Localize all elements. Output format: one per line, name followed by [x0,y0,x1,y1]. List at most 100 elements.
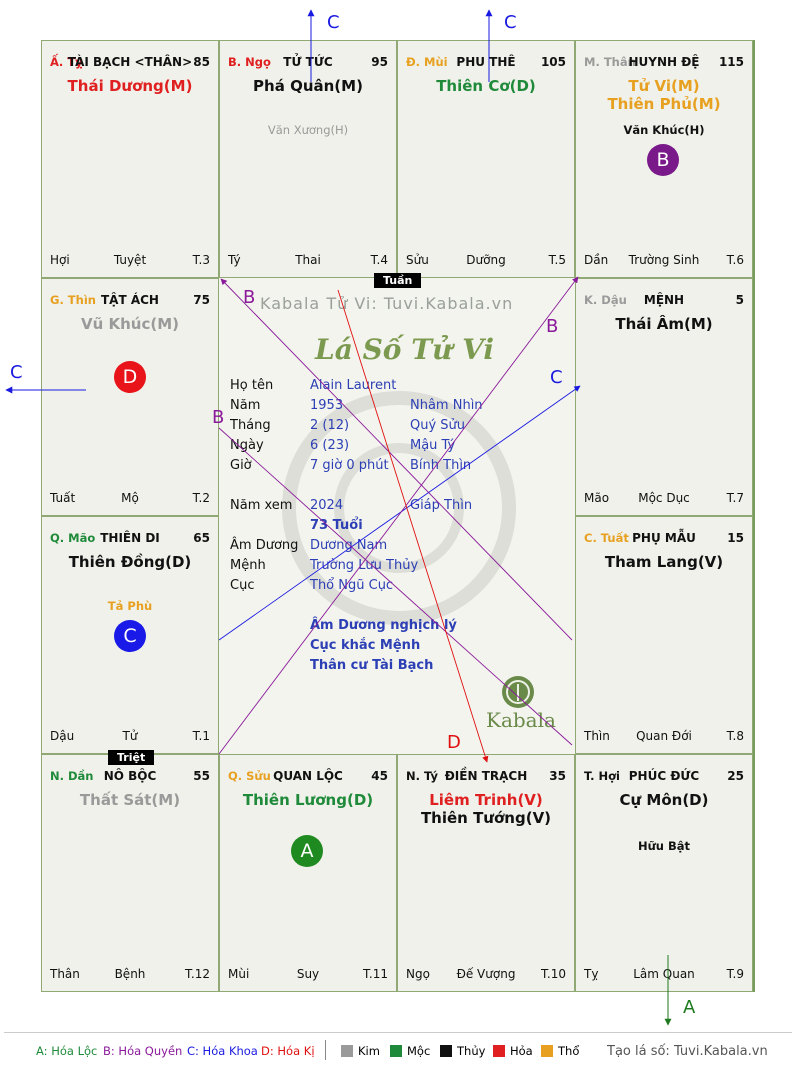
palace-branch: Hợi [50,253,70,267]
palace-decade: T.12 [185,967,210,981]
value-amduong: Dương Nam [310,538,388,553]
palace-stage: Tuyệt [113,253,147,267]
palace-can-chi: Đ. Mùi [406,55,448,69]
palace-stage: Tử [122,729,138,743]
main-star: Thiên Phủ(M) [607,95,721,113]
palace-can-chi: C. Tuất [584,531,629,545]
site-watermark: Kabala Tử Vi: Tuvi.Kabala.vn [260,294,514,313]
palace-number: 95 [371,55,388,69]
minor-star: Văn Khúc(H) [623,123,705,137]
note-1: Âm Dương nghịch lý [310,618,457,633]
main-star: Thất Sát(M) [79,791,181,809]
label-d: D [447,732,461,753]
palace-decade: T.11 [363,967,388,981]
legend-site-link[interactable]: Tạo lá số: Tuvi.Kabala.vn [607,1044,768,1059]
line-b-2 [218,276,579,755]
palace-stage: Đế Vượng [456,967,516,981]
main-star: Thiên Đồng(D) [68,553,192,571]
palace-can-chi: B. Ngọ [228,55,271,69]
palace-stage: Mộ [121,491,139,505]
label-c-top-2: C [504,12,517,33]
palace-branch: Mùi [228,967,250,981]
palace-branch: Ngọ [406,967,430,981]
legend-moc: Mộc [390,1044,430,1058]
palace-name: QUAN LỘC [273,769,343,783]
palace-branch: Tỵ [584,967,599,981]
palace-stage: Trường Sinh [628,253,700,267]
legend-kim: Kim [341,1044,380,1058]
label-gio: Giờ [230,458,252,473]
line-b-1 [220,278,573,641]
minor-star: Tả Phù [107,599,153,613]
tuan-tag: Tuần [374,273,422,288]
palace-can-chi: T. Hợi [584,769,620,783]
label-ngay: Ngày [230,438,264,453]
value-hoten: Alain Laurent [310,378,397,393]
yin-yang-watermark-icon [282,391,516,625]
label-c-diag: C [550,367,563,388]
legend-tho: Thổ [541,1044,579,1058]
note-3: Thân cư Tài Bạch [310,658,434,673]
palace-branch: Tý [228,253,241,267]
palace-number: 65 [193,531,210,545]
palace-number: 105 [540,55,566,69]
main-star: Thái Âm(M) [615,315,713,333]
value-nam-canchi: Nhâm Nhìn [410,398,483,413]
palace-number: 45 [371,769,388,783]
palace-number: 25 [727,769,744,783]
swatch-kim [341,1045,353,1057]
line-c-diag [218,385,581,641]
palace-name: ĐIỀN TRẠCH [444,769,528,783]
palace-branch: Dậu [50,729,75,743]
palace-decade: T.2 [192,491,210,505]
palace-can-chi: N. Tý [406,769,438,783]
palace-can-chi: Q. Mão [50,531,96,545]
main-star: Liêm Trinh(V) [429,791,543,809]
main-star: Tham Lang(V) [604,553,724,571]
palace-stage: Lâm Quan [633,967,695,981]
badge-hoa-quyen: B [647,144,679,176]
main-star: Thiên Lương(D) [242,791,374,809]
kabala-tree-logo-icon [502,676,534,708]
label-thang: Tháng [230,418,271,433]
triet-tag: Triệt [108,750,155,765]
legend-hoa-ki: D: Hóa Kị [261,1044,315,1058]
palace-name: PHÚC ĐỨC [628,769,700,783]
label-hoten: Họ tên [230,378,274,393]
badge-hoa-loc: A [291,835,323,867]
palace-number: 15 [727,531,744,545]
main-star: Tử Vi(M) [628,77,700,95]
swatch-moc [390,1045,402,1057]
palace-number: 5 [735,293,744,307]
palace-name: TẬT ÁCH [101,293,159,307]
value-gio: 7 giờ 0 phút [310,458,389,473]
palace-name: TÀI BẠCH <THÂN> [67,55,193,69]
palace-number: 35 [549,769,566,783]
line-b-3 [218,427,573,746]
palace-decade: T.6 [726,253,744,267]
swatch-tho [541,1045,553,1057]
palace-name: PHỤ MẪU [632,531,696,545]
palace-header: T. Hợi PHÚC ĐỨC 25 [584,769,744,785]
